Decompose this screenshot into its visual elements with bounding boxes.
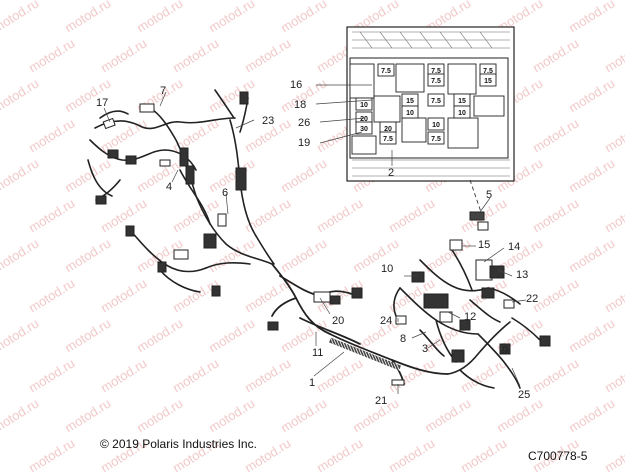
part-callout-1: 1 (309, 377, 315, 389)
relay-slot (447, 117, 479, 149)
relay-slot (349, 63, 375, 99)
fuse-rating-label: 15 (458, 98, 466, 105)
fuse-rating-label: 30 (360, 126, 368, 133)
part-callout-18: 18 (294, 99, 306, 111)
fuse-slot: 7.5 (427, 93, 445, 107)
fuse-rating-label: 10 (458, 110, 466, 117)
relay-slot (351, 135, 377, 155)
fuse-rating-label: 20 (360, 116, 368, 123)
relay-slot (395, 63, 425, 93)
fuse-slot: 15 (453, 93, 471, 107)
fuse-slot: 10 (427, 117, 445, 131)
fuse-box-inset: 7.5 7.5 7.5 7.5 15 15 10 7.5 15 10 10 20 30 20 10 7.5 7.… (346, 26, 515, 182)
fuse-rating-label: 20 (384, 126, 392, 133)
part-callout-10: 10 (381, 263, 393, 275)
part-callout-15: 15 (478, 239, 490, 251)
fuse-rating-label: 7.5 (381, 68, 391, 75)
part-callout-22: 22 (526, 293, 538, 305)
relay-slot (373, 95, 401, 123)
part-callout-4: 4 (166, 181, 172, 193)
part-callout-19: 19 (298, 137, 310, 149)
fuse-slot: 30 (355, 121, 373, 135)
part-callout-17: 17 (96, 97, 108, 109)
fuse-slot: 7.5 (427, 131, 445, 145)
part-callout-21: 21 (375, 395, 387, 407)
part-callout-9: 9 (502, 345, 508, 357)
relay-slot (447, 63, 477, 95)
part-callout-24: 24 (380, 315, 392, 327)
part-callout-7: 7 (160, 85, 166, 97)
part-callout-26: 26 (298, 117, 310, 129)
part-callout-2: 2 (388, 167, 394, 179)
fuse-rating-label: 10 (360, 102, 368, 109)
fuse-slot: 7.5 (427, 73, 445, 87)
fuse-rating-label: 7.5 (431, 98, 441, 105)
fuse-rating-label: 15 (484, 78, 492, 85)
left-harness (87, 89, 275, 293)
part-callout-23: 23 (262, 115, 274, 127)
main-trunk (271, 263, 449, 385)
part-callout-5: 5 (486, 189, 492, 201)
part-callout-14: 14 (508, 241, 520, 253)
left-harness-connectors (95, 91, 249, 297)
part-callout-6: 6 (222, 187, 228, 199)
fuse-rating-label: 10 (432, 122, 440, 129)
part-callout-11: 11 (312, 347, 323, 359)
relay-slot (473, 95, 505, 117)
fuse-rating-label: 15 (406, 98, 414, 105)
fuse-rating-label: 7.5 (431, 68, 441, 75)
fuse-slot: 15 (479, 73, 497, 87)
fuse-slot: 10 (355, 97, 373, 111)
relay-slot (401, 117, 427, 143)
fuse-rating-label: 7.5 (383, 136, 393, 143)
part-callout-25: 25 (518, 389, 530, 401)
fuse-rating-label: 7.5 (431, 136, 441, 143)
fuse-slot: 10 (401, 105, 419, 119)
part-callout-16: 16 (290, 79, 302, 91)
copyright-text: © 2019 Polaris Industries Inc. (100, 437, 257, 451)
fuse-slot: 7.5 (379, 131, 397, 145)
leader-lines (103, 84, 527, 394)
part-callout-3: 3 (422, 343, 428, 355)
right-harness-connectors (391, 211, 551, 386)
fuse-rating-label: 7.5 (431, 78, 441, 85)
fuse-rating-label: 10 (406, 110, 414, 117)
conduit (329, 337, 401, 372)
part-callout-12: 12 (464, 311, 476, 323)
fuse-rating-label: 7.5 (483, 68, 493, 75)
diagram-code: C700778-5 (528, 449, 588, 463)
part-callout-13: 13 (516, 269, 528, 281)
fuse-slot: 7.5 (377, 63, 395, 77)
part-callout-8: 8 (400, 333, 406, 345)
fuse-slot: 10 (453, 105, 471, 119)
fuse-slot: 15 (401, 93, 419, 107)
part-callout-20: 20 (332, 315, 344, 327)
